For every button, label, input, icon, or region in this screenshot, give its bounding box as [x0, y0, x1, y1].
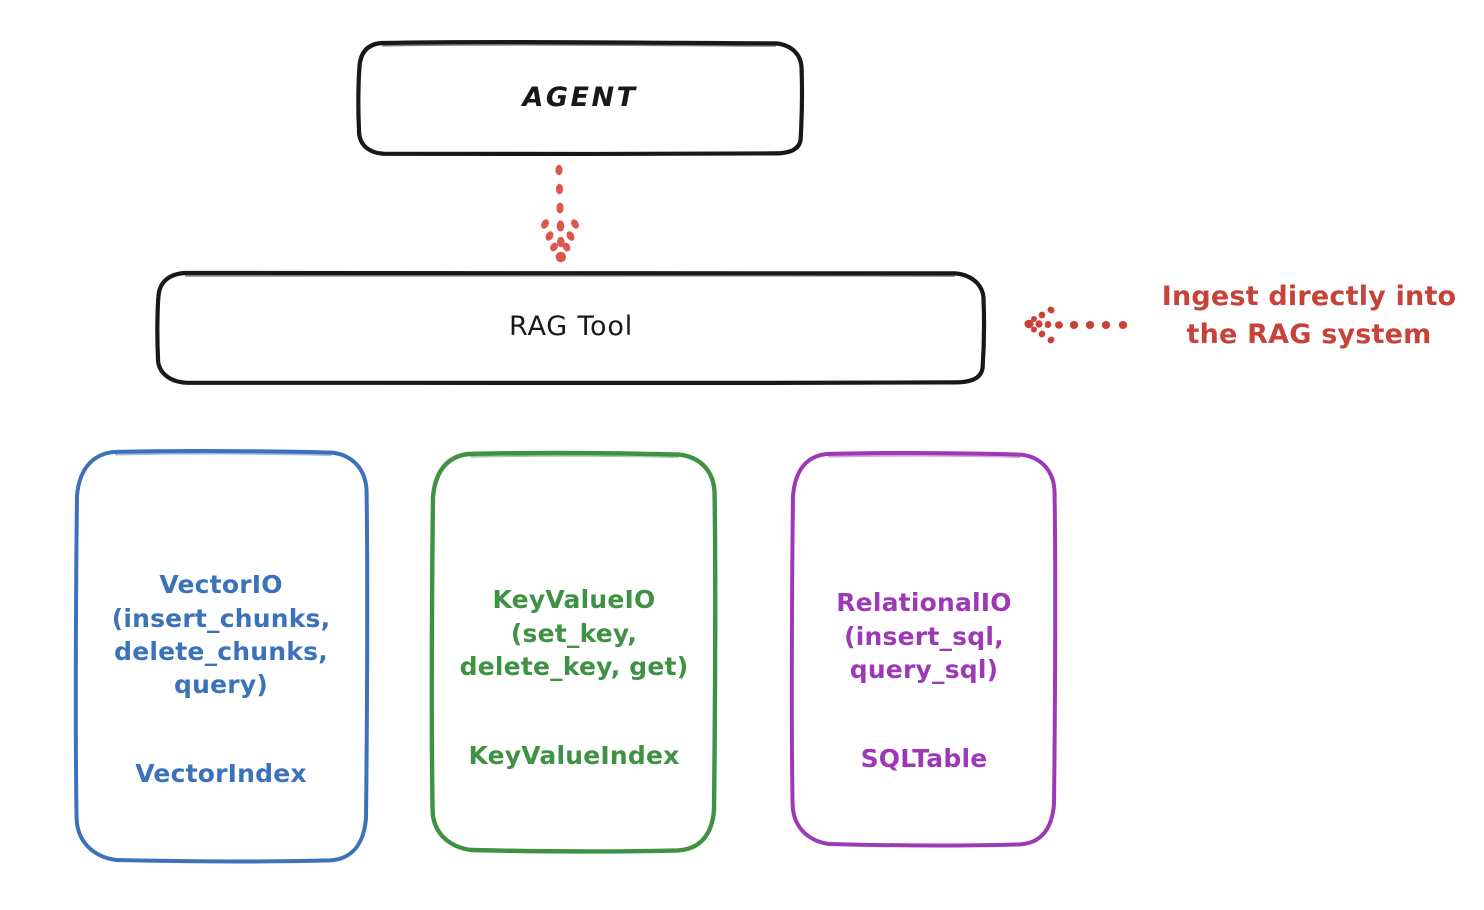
agent-label: AGENT [522, 81, 638, 113]
vector-io-label: VectorIO (insert_chunks, delete_chunks, … [112, 535, 331, 790]
vector-io-index: VectorIndex [135, 759, 307, 788]
relational-io-label: RelationalIO (insert_sql, query_sql) SQL… [836, 553, 1012, 775]
node-rag-tool[interactable]: RAG Tool [155, 269, 987, 386]
node-key-value-io[interactable]: KeyValueIO (set_key, delete_key, get) Ke… [427, 450, 721, 856]
connector-agent-to-rag-tool [541, 164, 579, 263]
key-value-io-index: KeyValueIndex [468, 740, 680, 770]
vector-io-methods: VectorIO (insert_chunks, delete_chunks, … [111, 570, 331, 699]
key-value-io-methods: KeyValueIO (set_key, delete_key, get) [459, 585, 689, 681]
key-value-io-gap [460, 683, 689, 706]
relational-io-methods: RelationalIO (insert_sql, query_sql) [836, 588, 1012, 684]
relational-io-index: SQLTable [860, 743, 988, 773]
key-value-io-label: KeyValueIO (set_key, delete_key, get) Ke… [460, 550, 689, 772]
annotation-ingest: Ingest directly into the RAG system [1161, 281, 1457, 351]
node-agent[interactable]: AGENT [356, 39, 805, 157]
node-relational-io[interactable]: RelationalIO (insert_sql, query_sql) SQL… [787, 450, 1061, 850]
rag-tool-label: RAG Tool [508, 310, 633, 342]
connector-ingest-to-rag-tool [1024, 306, 1128, 344]
vector-io-gap [112, 701, 331, 724]
relational-io-gap [836, 686, 1012, 709]
node-vector-io[interactable]: VectorIO (insert_chunks, delete_chunks, … [70, 448, 372, 866]
